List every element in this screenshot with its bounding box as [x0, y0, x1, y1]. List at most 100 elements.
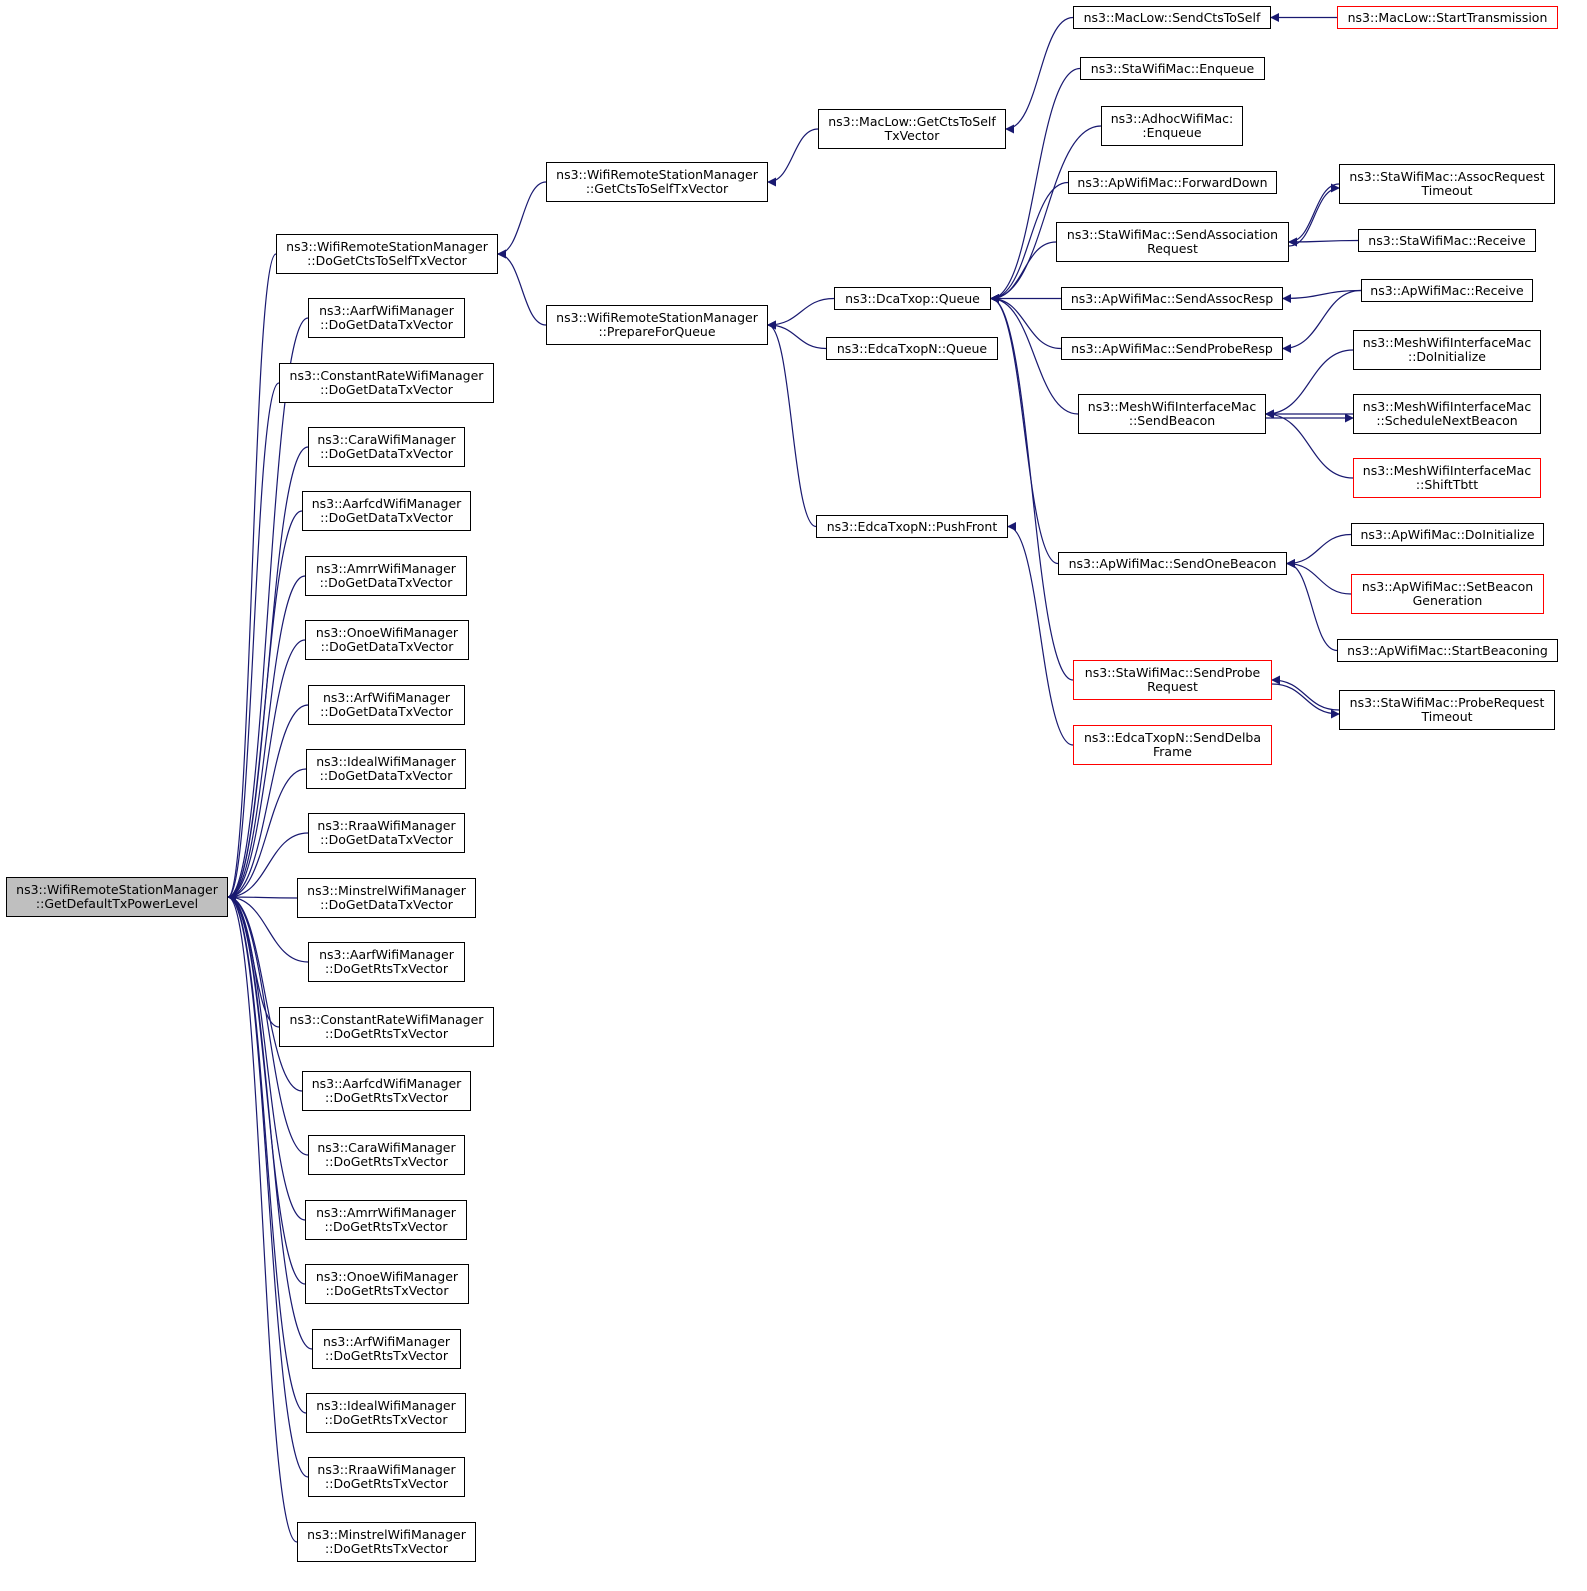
edge-staReceive-to-staSendAssoc — [1288, 237, 1359, 247]
node-ideal-data[interactable]: ns3::IdealWifiManager::DoGetDataTxVector — [306, 749, 466, 789]
node-aarfcd-rts[interactable]: ns3::AarfcdWifiManager::DoGetRtsTxVector — [302, 1071, 471, 1111]
node-mesh-send-beacon[interactable]: ns3::MeshWifiInterfaceMac::SendBeacon — [1078, 394, 1266, 434]
node-const-rts[interactable]: ns3::ConstantRateWifiManager::DoGetRtsTx… — [279, 1007, 494, 1047]
node-dca-queue[interactable]: ns3::DcaTxop::Queue — [834, 287, 991, 310]
edge-staSendProbe-to-staProbeTimeout — [1271, 683, 1340, 719]
node-label-line: ns3::ApWifiMac::SendProbeResp — [1071, 340, 1273, 356]
node-prepare[interactable]: ns3::WifiRemoteStationManager::PrepareFo… — [546, 305, 768, 345]
node-label-line: ns3::ApWifiMac::SendAssocResp — [1070, 290, 1274, 306]
node-arf-rts[interactable]: ns3::ArfWifiManager::DoGetRtsTxVector — [312, 1329, 461, 1369]
edge-meshDoInit-to-meshSendBeacon — [1265, 349, 1354, 419]
node-label-line: ::DoGetDataTxVector — [320, 317, 453, 332]
node-label-line: ::DoGetDataTxVector — [320, 382, 453, 397]
node-label-line: ::DoGetDataTxVector — [319, 768, 453, 783]
node-label-line: ns3::MeshWifiInterfaceMac — [1362, 335, 1532, 350]
node-ap-receive[interactable]: ns3::ApWifiMac::Receive — [1361, 279, 1533, 302]
node-amrr-data[interactable]: ns3::AmrrWifiManager::DoGetDataTxVector — [305, 556, 467, 596]
node-label-line: ns3::RraaWifiManager — [317, 818, 456, 833]
node-label-line: ns3::WifiRemoteStationManager — [556, 167, 758, 182]
edge-rraaData-to-root — [227, 832, 309, 902]
node-label-line: ns3::CaraWifiManager — [317, 432, 456, 447]
node-ap-start-beacon[interactable]: ns3::ApWifiMac::StartBeaconing — [1337, 639, 1558, 662]
node-onoe-rts[interactable]: ns3::OnoeWifiManager::DoGetRtsTxVector — [305, 1264, 469, 1304]
node-minstrel-data[interactable]: ns3::MinstrelWifiManager::DoGetDataTxVec… — [297, 878, 476, 918]
node-label-line: ns3::MinstrelWifiManager — [307, 883, 466, 898]
node-label-line: ns3::StaWifiMac::AssocRequest — [1349, 169, 1545, 184]
node-label-line: ns3::EdcaTxopN::PushFront — [826, 518, 998, 534]
node-label-line: ns3::ApWifiMac::SetBeacon — [1361, 579, 1534, 594]
node-aarf-data[interactable]: ns3::AarfWifiManager::DoGetDataTxVector — [308, 298, 465, 338]
edge-minstrelData-to-root — [227, 892, 298, 902]
edge-caraRts-to-root — [227, 892, 309, 1156]
node-get-cts-wrsm[interactable]: ns3::WifiRemoteStationManager::GetCtsToS… — [546, 162, 768, 202]
node-push-front[interactable]: ns3::EdcaTxopN::PushFront — [816, 515, 1008, 538]
edge-apForward-to-dcaQueue — [990, 181, 1069, 303]
node-ap-do-init[interactable]: ns3::ApWifiMac::DoInitialize — [1351, 523, 1544, 546]
edge-apSetBeacon-to-apSendOneBeacon — [1286, 559, 1352, 595]
node-cara-data[interactable]: ns3::CaraWifiManager::DoGetDataTxVector — [308, 427, 465, 467]
node-ideal-rts[interactable]: ns3::IdealWifiManager::DoGetRtsTxVector — [306, 1393, 466, 1433]
node-start-tx[interactable]: ns3::MacLow::StartTransmission — [1337, 6, 1558, 29]
node-send-cts[interactable]: ns3::MacLow::SendCtsToSelf — [1073, 6, 1271, 29]
node-mesh-shift[interactable]: ns3::MeshWifiInterfaceMac::ShiftTbtt — [1353, 458, 1541, 498]
node-label-line: ::DoGetRtsTxVector — [325, 1476, 448, 1491]
node-label-line: ns3::MacLow::StartTransmission — [1347, 9, 1548, 25]
node-ap-send-probe-resp[interactable]: ns3::ApWifiMac::SendProbeResp — [1061, 337, 1283, 360]
node-aarfcd-data[interactable]: ns3::AarfcdWifiManager::DoGetDataTxVecto… — [302, 491, 471, 531]
node-label-line: ::DoInitialize — [1407, 349, 1486, 364]
node-label-line: ::DoGetRtsTxVector — [325, 1283, 449, 1298]
edge-arfData-to-root — [227, 704, 309, 902]
node-const-data[interactable]: ns3::ConstantRateWifiManager::DoGetDataT… — [279, 363, 494, 403]
node-label-line: ::DoGetCtsToSelfTxVector — [307, 253, 467, 268]
node-label-line: ns3::MeshWifiInterfaceMac — [1087, 399, 1257, 414]
node-cara-rts[interactable]: ns3::CaraWifiManager::DoGetRtsTxVector — [308, 1135, 465, 1175]
node-onoe-data[interactable]: ns3::OnoeWifiManager::DoGetDataTxVector — [305, 620, 469, 660]
edge-minstrelRts-to-root — [227, 892, 298, 1543]
node-sta-receive[interactable]: ns3::StaWifiMac::Receive — [1358, 229, 1536, 252]
node-label-line: ns3::ApWifiMac::Receive — [1370, 282, 1524, 298]
node-amrr-rts[interactable]: ns3::AmrrWifiManager::DoGetRtsTxVector — [305, 1200, 467, 1240]
node-label-line: ns3::WifiRemoteStationManager — [286, 239, 488, 254]
node-aarf-rts[interactable]: ns3::AarfWifiManager::DoGetRtsTxVector — [308, 942, 465, 982]
node-mesh-schedule[interactable]: ns3::MeshWifiInterfaceMac::ScheduleNextB… — [1353, 394, 1541, 434]
edge-constData-to-root — [227, 382, 280, 902]
node-label-line: ns3::ConstantRateWifiManager — [289, 1012, 484, 1027]
node-label-line: :Enqueue — [1142, 125, 1202, 140]
node-mesh-do-init[interactable]: ns3::MeshWifiInterfaceMac::DoInitialize — [1353, 330, 1541, 370]
edge-staSendProbe-to-dcaQueue — [990, 294, 1074, 681]
edge-aarfcdRts-to-root — [227, 892, 303, 1092]
node-label-line: ns3::AmrrWifiManager — [316, 561, 456, 576]
node-minstrel-rts[interactable]: ns3::MinstrelWifiManager::DoGetRtsTxVect… — [297, 1522, 476, 1562]
node-ap-send-assoc-resp[interactable]: ns3::ApWifiMac::SendAssocResp — [1061, 287, 1283, 310]
node-rraa-rts[interactable]: ns3::RraaWifiManager::DoGetRtsTxVector — [308, 1457, 465, 1497]
edge-staSendAssoc-to-dcaQueue — [990, 241, 1057, 303]
node-arf-data[interactable]: ns3::ArfWifiManager::DoGetDataTxVector — [308, 685, 465, 725]
node-edca-queue[interactable]: ns3::EdcaTxopN::Queue — [826, 337, 998, 360]
node-ap-forward[interactable]: ns3::ApWifiMac::ForwardDown — [1068, 171, 1277, 194]
node-rraa-data[interactable]: ns3::RraaWifiManager::DoGetDataTxVector — [308, 813, 465, 853]
node-sta-enqueue[interactable]: ns3::StaWifiMac::Enqueue — [1080, 57, 1265, 80]
node-label-line: ns3::MeshWifiInterfaceMac — [1362, 463, 1532, 478]
node-label-line: ::DoGetDataTxVector — [320, 832, 453, 847]
edge-pushFront-to-prepare — [767, 320, 817, 528]
node-root: ns3::WifiRemoteStationManager::GetDefaul… — [6, 877, 228, 917]
node-label-line: ns3::ArfWifiManager — [322, 690, 451, 705]
node-label-line: ns3::OnoeWifiManager — [315, 625, 459, 640]
edge-staSendAssoc-to-staAssocTimeout — [1288, 183, 1340, 247]
node-adhoc-enqueue[interactable]: ns3::AdhocWifiMac::Enqueue — [1101, 106, 1243, 146]
edge-doGetCts-to-root — [227, 253, 277, 902]
node-label-line: ns3::OnoeWifiManager — [315, 1269, 459, 1284]
node-ap-send-one-beacon[interactable]: ns3::ApWifiMac::SendOneBeacon — [1058, 552, 1287, 575]
node-label-line: ::DoGetRtsTxVector — [325, 1541, 448, 1556]
edge-apStartBeacon-to-apSendOneBeacon — [1286, 559, 1338, 652]
node-do-get-cts[interactable]: ns3::WifiRemoteStationManager::DoGetCtsT… — [276, 234, 498, 274]
node-label-line: ns3::StaWifiMac::SendProbe — [1084, 665, 1261, 680]
node-label-line: ::ShiftTbtt — [1415, 477, 1479, 492]
